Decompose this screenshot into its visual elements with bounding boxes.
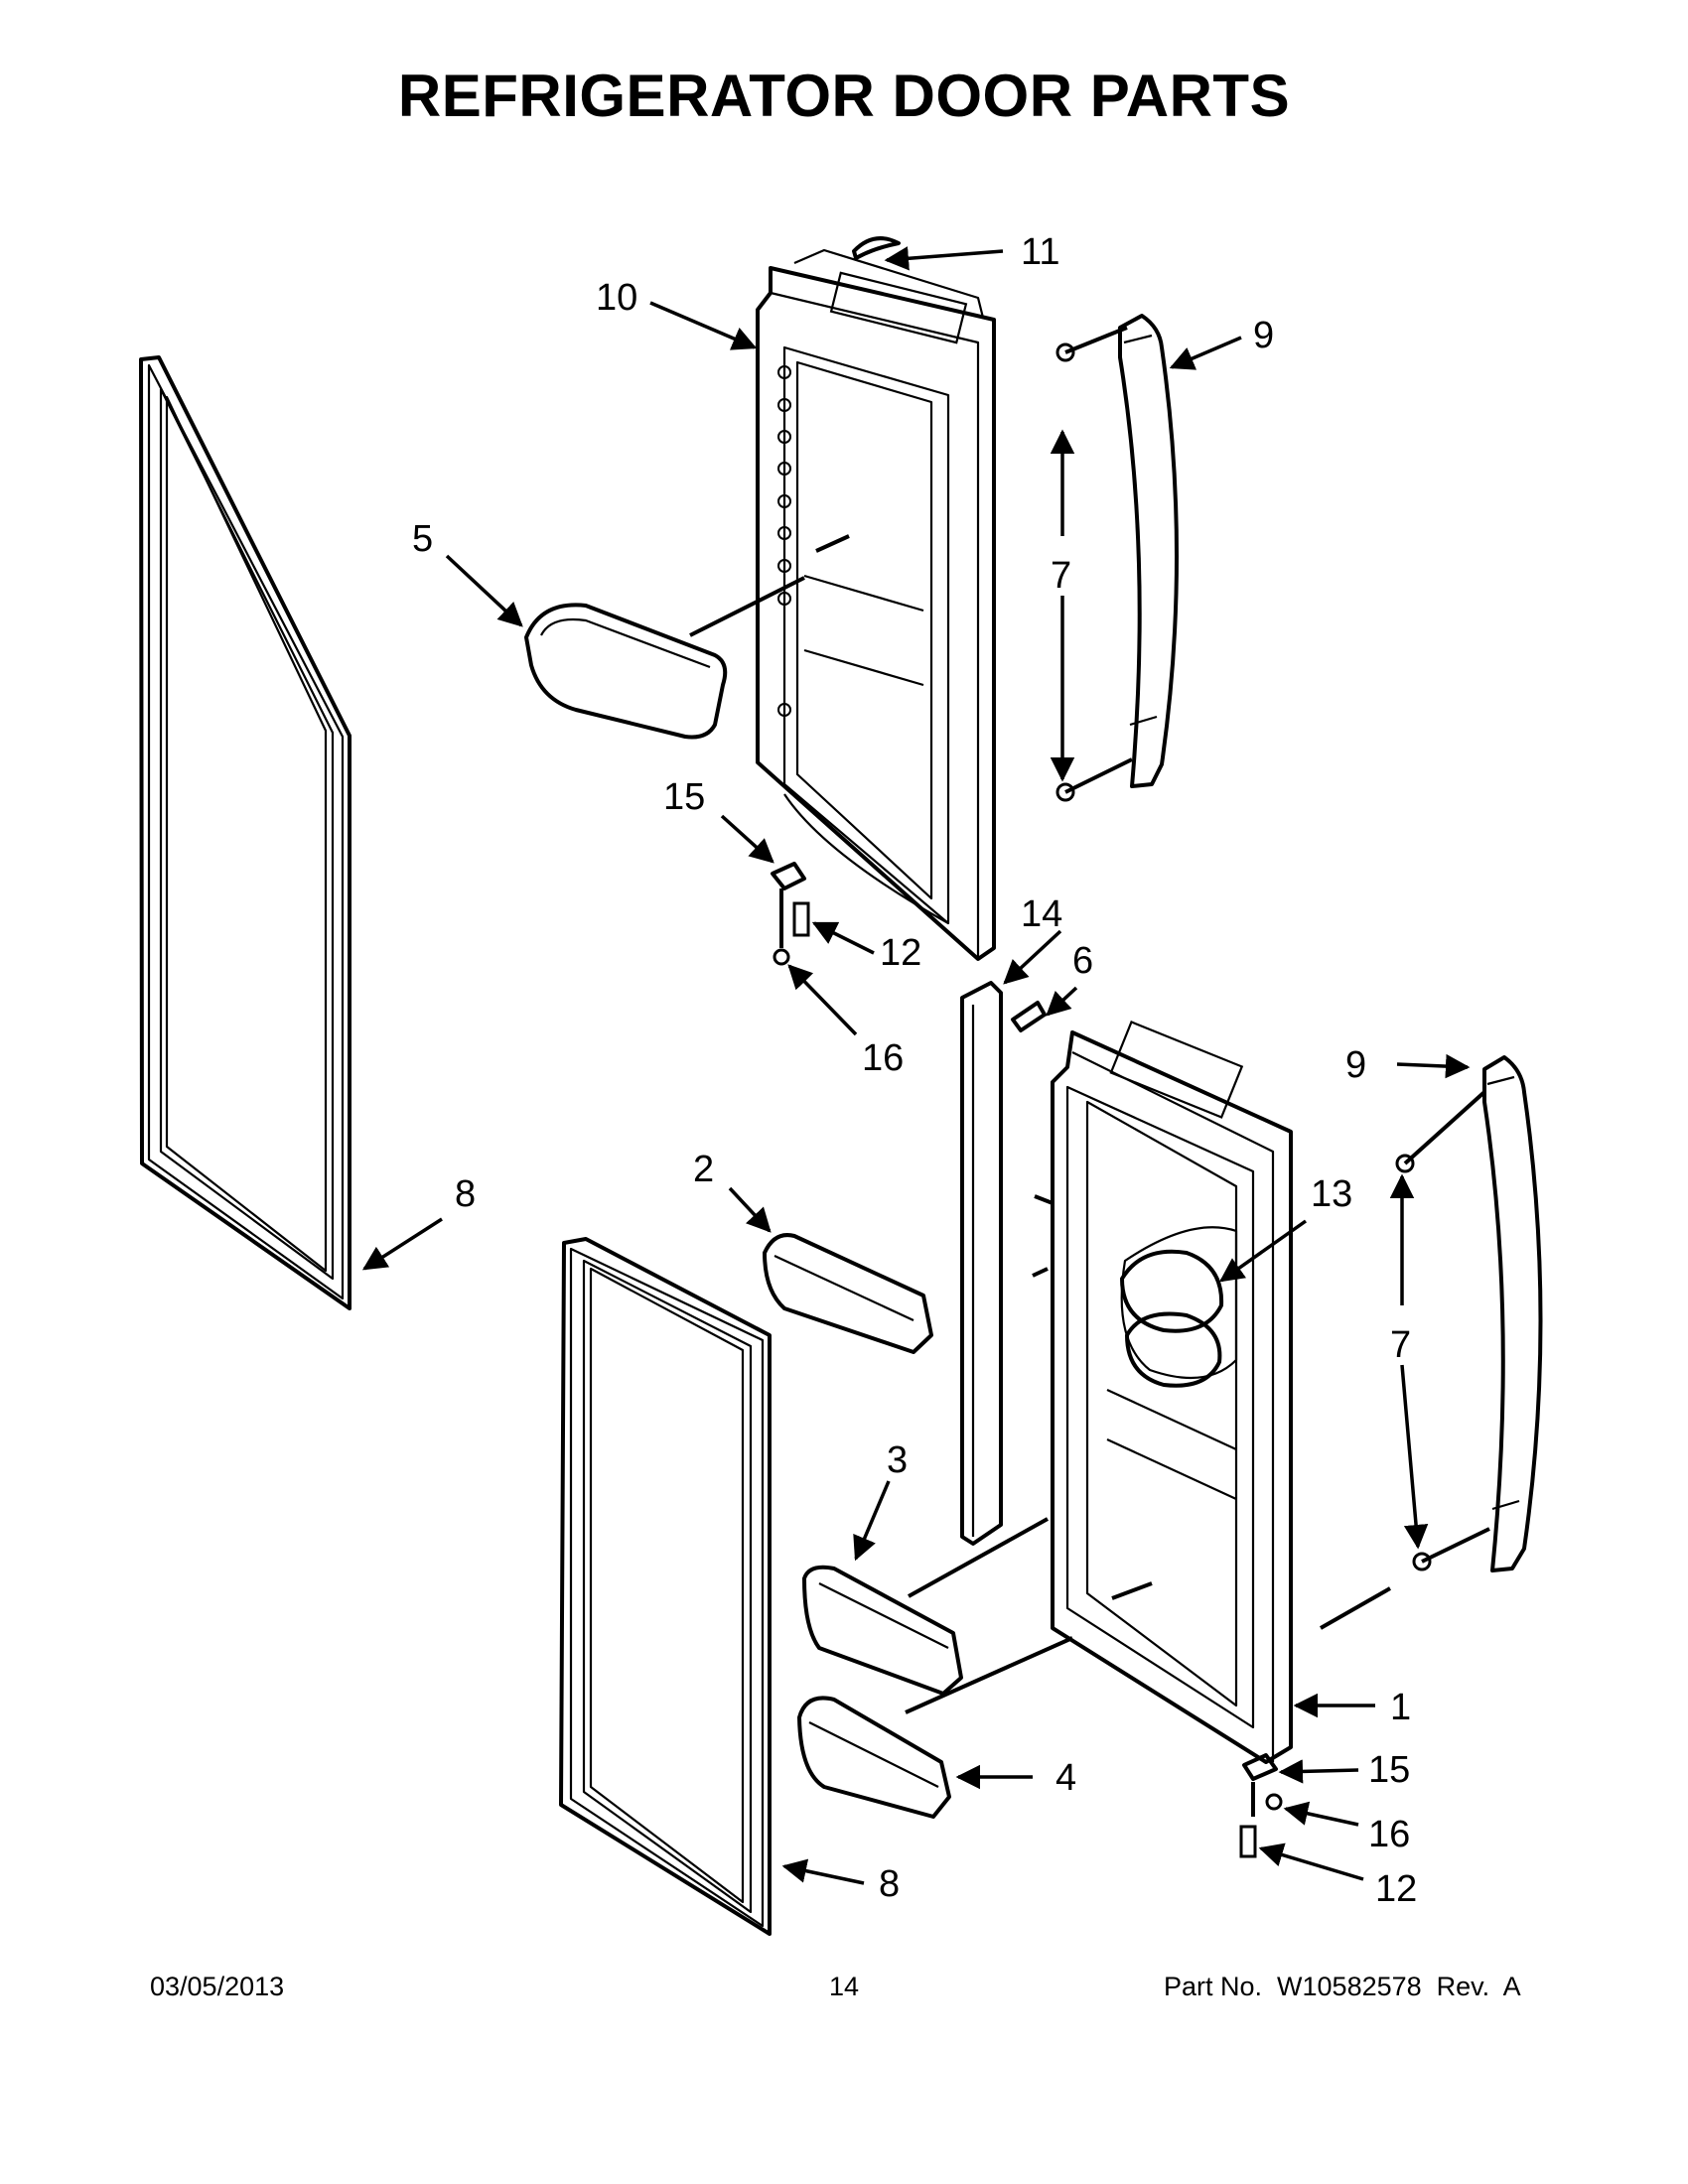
hinge-hardware-upper xyxy=(771,862,810,966)
page-title: REFRIGERATOR DOOR PARTS xyxy=(397,63,1291,129)
bin-5-alignment-line xyxy=(689,576,805,637)
callout-8-lower: 8 xyxy=(879,1863,900,1905)
door-bin-part-5 xyxy=(524,603,728,740)
callout-12-upper: 12 xyxy=(880,932,921,974)
callout-1: 1 xyxy=(1390,1687,1411,1728)
callout-9-lower: 9 xyxy=(1345,1044,1366,1086)
callout-11: 11 xyxy=(1021,231,1059,273)
callout-2: 2 xyxy=(693,1149,714,1190)
callout-12-lower: 12 xyxy=(1375,1868,1417,1910)
callout-10: 10 xyxy=(596,277,637,319)
callout-16-lower: 16 xyxy=(1368,1814,1410,1855)
callout-7-upper: 7 xyxy=(1051,555,1071,597)
footer-date: 03/05/2013 xyxy=(150,1972,285,2001)
callout-13: 13 xyxy=(1311,1173,1352,1215)
callout-15-upper: 15 xyxy=(663,776,705,818)
door-gasket-part-8-upper xyxy=(139,355,352,1310)
part-11-shape xyxy=(852,236,901,260)
callout-8-upper: 8 xyxy=(455,1173,476,1215)
handle-part-9-upper xyxy=(1118,314,1179,788)
footer-part-number: Part No. W10582578 Rev. A xyxy=(1164,1972,1521,2001)
callout-16-upper: 16 xyxy=(862,1037,904,1079)
handle-part-9-lower xyxy=(1482,1055,1543,1572)
upper-door-part-10 xyxy=(756,248,996,961)
bin-part-2 xyxy=(763,1233,933,1354)
door-gasket-part-8-lower xyxy=(559,1237,772,1936)
callout-leaders xyxy=(361,246,1471,1885)
hinge-strip-part-14 xyxy=(960,981,1003,1546)
callout-6: 6 xyxy=(1072,940,1093,982)
callout-3: 3 xyxy=(887,1439,908,1481)
footer-page-number: 14 xyxy=(829,1972,860,2001)
screw-part-6 xyxy=(1011,1001,1047,1032)
lower-door-part-1 xyxy=(1051,1021,1293,1764)
callout-7-lower: 7 xyxy=(1390,1324,1411,1366)
callout-14: 14 xyxy=(1021,893,1062,935)
callout-9-upper: 9 xyxy=(1253,315,1274,356)
callout-5: 5 xyxy=(412,518,433,560)
bin-part-4 xyxy=(797,1696,951,1819)
callout-4: 4 xyxy=(1055,1757,1076,1799)
hinge-hardware-lower xyxy=(1239,1753,1283,1858)
bin-part-3 xyxy=(802,1565,963,1696)
callout-15-lower: 15 xyxy=(1368,1749,1410,1791)
dispenser-cup-part-13 xyxy=(1120,1249,1224,1388)
